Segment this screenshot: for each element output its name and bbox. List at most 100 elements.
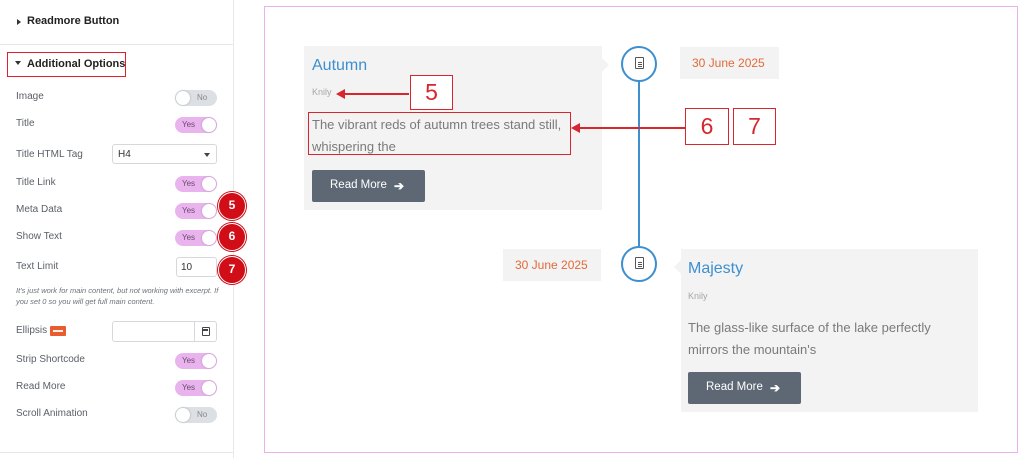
document-icon: [635, 257, 644, 269]
annotation-label-7: 7: [733, 108, 776, 145]
field-ellipsis: Ellipsis: [0, 321, 234, 342]
caret-down-icon: [15, 61, 21, 65]
arrow-right-icon: ➔: [770, 381, 781, 395]
step-badge-7: 7: [218, 256, 246, 284]
date-text: 30 June 2025: [692, 56, 765, 70]
card-meta: Knily: [312, 87, 332, 97]
toggle-knob: [202, 118, 216, 132]
card-text: The glass-like surface of the lake perfe…: [688, 320, 931, 357]
annotation-highlight-text: [308, 112, 571, 155]
field-text-limit: Text Limit 10: [0, 257, 234, 277]
read-more-button[interactable]: Read More ➔: [312, 170, 425, 202]
field-label: Text Limit: [16, 261, 59, 272]
field-title-html-tag: Title HTML Tag H4: [0, 143, 234, 164]
field-label: Title Link: [16, 177, 56, 188]
step-badge-5: 5: [218, 192, 246, 220]
toggle-text: Yes: [182, 233, 196, 242]
read-more-toggle[interactable]: Yes: [175, 380, 217, 396]
card-pointer: [674, 260, 681, 274]
chevron-down-icon: [204, 153, 210, 157]
field-label: Read More: [16, 381, 66, 392]
field-strip-shortcode: Strip Shortcode Yes: [0, 350, 234, 370]
scroll-animation-toggle[interactable]: No: [175, 407, 217, 423]
toggle-knob: [202, 381, 216, 395]
annotation-arrowhead: [571, 123, 580, 133]
toggle-text: No: [197, 93, 208, 102]
field-show-text: Show Text Yes: [0, 227, 234, 247]
text-limit-input[interactable]: 10: [176, 257, 217, 277]
section-title: Readmore Button: [27, 15, 120, 27]
field-label: Ellipsis: [16, 325, 48, 336]
toggle-text: Yes: [182, 179, 196, 188]
annotation-arrowhead: [336, 89, 345, 99]
timeline-card-autumn: Autumn Knily The vibrant reds of autumn …: [304, 46, 602, 210]
input-divider: [194, 322, 195, 341]
field-label: Title: [16, 118, 35, 129]
highlight-box: [7, 52, 126, 77]
arrow-right-icon: ➔: [394, 179, 405, 193]
select-value: H4: [118, 149, 131, 160]
toggle-knob: [202, 354, 216, 368]
meta-data-toggle[interactable]: Yes: [175, 203, 217, 219]
timeline-node: [621, 46, 657, 82]
title-link-toggle[interactable]: Yes: [175, 176, 217, 192]
field-scroll-animation: Scroll Animation No: [0, 404, 234, 424]
toggle-knob: [202, 177, 216, 191]
title-html-tag-select[interactable]: H4: [112, 144, 217, 164]
card-pointer: [602, 58, 609, 72]
timeline-node: [621, 246, 657, 282]
show-text-toggle[interactable]: Yes: [175, 230, 217, 246]
input-value: 10: [181, 262, 193, 273]
step-badge-6: 6: [218, 223, 246, 251]
annotation-label-5: 5: [410, 75, 453, 110]
field-label: Strip Shortcode: [16, 354, 85, 365]
title-toggle[interactable]: Yes: [175, 117, 217, 133]
read-more-button[interactable]: Read More ➔: [688, 372, 801, 404]
card-title[interactable]: Autumn: [312, 57, 368, 74]
toggle-text: Yes: [182, 120, 196, 129]
toggle-text: Yes: [182, 383, 196, 392]
annotation-arrow-line: [343, 93, 409, 95]
timeline-card-majesty: Majesty Knily The glass-like surface of …: [681, 249, 978, 412]
card-title[interactable]: Majesty: [688, 260, 744, 277]
ellipsis-input[interactable]: [112, 321, 217, 342]
toggle-knob: [176, 408, 190, 422]
section-title: Additional Options: [27, 58, 126, 70]
date-text: 30 June 2025: [515, 258, 588, 272]
field-label: Show Text: [16, 231, 62, 242]
field-label: Scroll Animation: [16, 408, 88, 419]
annotation-arrow-line: [578, 127, 685, 129]
button-label: Read More: [330, 179, 387, 191]
annotation-label-6: 6: [685, 108, 729, 145]
field-label: Meta Data: [16, 204, 63, 215]
toggle-knob: [202, 231, 216, 245]
field-meta-data: Meta Data Yes: [0, 200, 234, 220]
timeline-line: [638, 78, 640, 246]
toggle-knob: [202, 204, 216, 218]
toggle-text: No: [197, 410, 208, 419]
field-image: Image No: [0, 87, 234, 107]
field-read-more: Read More Yes: [0, 377, 234, 397]
caret-right-icon: [17, 19, 21, 25]
field-title-link: Title Link Yes: [0, 173, 234, 193]
field-label: Title HTML Tag: [16, 149, 83, 160]
field-title: Title Yes: [0, 114, 234, 134]
toggle-text: Yes: [182, 356, 196, 365]
pro-badge-icon: [50, 326, 66, 336]
timeline-date: 30 June 2025: [680, 47, 779, 79]
timeline-date: 30 June 2025: [503, 249, 601, 281]
strip-shortcode-toggle[interactable]: Yes: [175, 353, 217, 369]
settings-panel: Readmore Button Additional Options Image…: [0, 0, 234, 458]
field-label: Image: [16, 91, 44, 102]
image-toggle[interactable]: No: [175, 90, 217, 106]
card-meta: Knily: [688, 291, 708, 301]
section-readmore-button[interactable]: Readmore Button: [0, 0, 234, 45]
toggle-knob: [176, 91, 190, 105]
document-icon: [635, 57, 644, 69]
toggle-text: Yes: [182, 206, 196, 215]
card-text: The vibrant reds of autumn trees stand s…: [312, 117, 562, 154]
panel-divider: [0, 452, 234, 453]
calendar-icon[interactable]: [202, 327, 210, 336]
text-limit-help: It's just work for main content, but not…: [16, 286, 219, 306]
